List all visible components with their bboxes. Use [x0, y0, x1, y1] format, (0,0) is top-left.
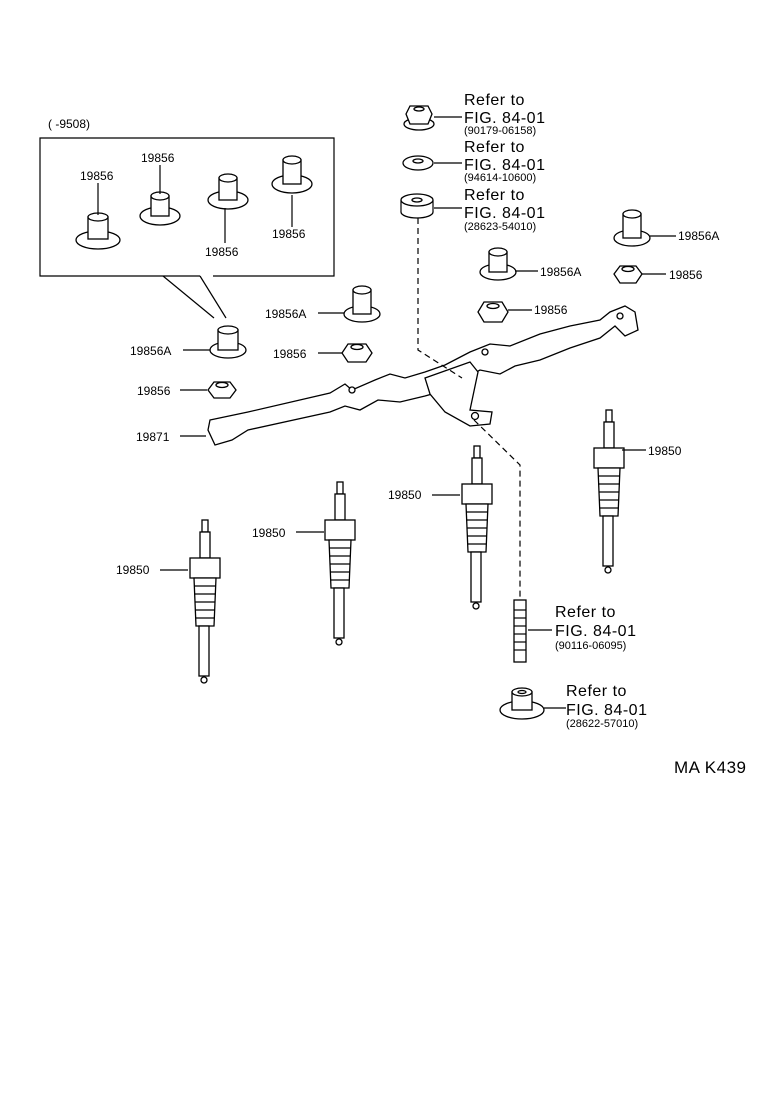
ref-block-1: Refer to FIG. 84-01 (90179-06158)	[464, 92, 545, 137]
label-19856A-left: 19856A	[130, 344, 171, 358]
connector-bracket-19871	[207, 305, 639, 446]
svg-text:Refer to: Refer to	[464, 139, 525, 156]
glow-plug-c	[461, 445, 493, 610]
ref-block-2: Refer to FIG. 84-01 (94614-10600)	[464, 139, 545, 184]
svg-text:Refer to: Refer to	[464, 187, 525, 204]
label-19856-right-top: 19856	[669, 268, 703, 282]
ref-block-4: Refer to FIG. 84-01 (90116-06095)	[555, 604, 636, 652]
svg-text:FIG. 84-01: FIG. 84-01	[464, 110, 545, 127]
svg-text:FIG. 84-01: FIG. 84-01	[566, 702, 647, 719]
label-19856-left: 19856	[137, 384, 171, 398]
ref-block-5: Refer to FIG. 84-01 (28622-57010)	[566, 683, 647, 730]
label-19856-inset-b: 19856	[141, 151, 175, 165]
inset-stud-nut-d	[271, 155, 313, 194]
nut-19856-mid	[341, 343, 373, 363]
svg-text:Refer to: Refer to	[555, 604, 616, 621]
label-19856-inset-d: 19856	[272, 227, 306, 241]
label-19856-inset-c: 19856	[205, 245, 239, 259]
svg-text:(28622-57010): (28622-57010)	[566, 718, 638, 730]
label-19850-a: 19850	[116, 563, 150, 577]
svg-text:(90116-06095): (90116-06095)	[555, 640, 626, 652]
flange-nut-top	[403, 105, 435, 131]
collar-top	[400, 193, 434, 219]
nut-19856-left	[207, 381, 237, 399]
label-19850-b: 19850	[252, 526, 286, 540]
washer-top	[402, 155, 434, 171]
stud-nut-19856A-right-mid	[479, 247, 517, 281]
inset-stud-nut-c	[207, 173, 249, 210]
svg-text:(90179-06158): (90179-06158)	[464, 125, 536, 137]
stud-nut-19856A-left	[209, 325, 247, 359]
label-19856-mid: 19856	[273, 347, 307, 361]
stud-nut-19856A-mid	[343, 285, 381, 323]
ref-block-3: Refer to FIG. 84-01 (28623-54010)	[464, 187, 545, 233]
date-range-label: ( -9508)	[48, 117, 90, 131]
nut-19856-right-mid	[477, 301, 509, 323]
svg-text:(94614-10600): (94614-10600)	[464, 172, 536, 184]
svg-text:Refer to: Refer to	[464, 92, 525, 109]
inset-stud-nut-b	[139, 191, 181, 226]
glow-plug-d	[593, 409, 625, 574]
nut-19856-right-top	[613, 265, 643, 284]
svg-text:FIG. 84-01: FIG. 84-01	[464, 205, 545, 222]
stud-bolt	[513, 599, 527, 663]
glow-plug-b	[324, 481, 356, 646]
label-19850-d: 19850	[648, 444, 682, 458]
inset-box	[39, 137, 335, 319]
glow-plug-a	[189, 519, 221, 684]
label-19856A-right-top: 19856A	[678, 229, 719, 243]
svg-text:FIG. 84-01: FIG. 84-01	[555, 623, 636, 640]
label-19850-c: 19850	[388, 488, 422, 502]
label-19856A-right-mid: 19856A	[540, 265, 581, 279]
svg-text:(28623-54010): (28623-54010)	[464, 221, 536, 233]
svg-text:FIG. 84-01: FIG. 84-01	[464, 157, 545, 174]
figure-code: MA K439	[674, 758, 747, 777]
svg-text:Refer to: Refer to	[566, 683, 627, 700]
inset-stud-nut-a	[75, 212, 121, 250]
label-19856-right-mid: 19856	[534, 303, 568, 317]
flange-collar	[499, 687, 545, 720]
label-19871: 19871	[136, 430, 170, 444]
stud-nut-19856A-right-top	[613, 209, 651, 247]
label-19856-inset-a: 19856	[80, 169, 114, 183]
label-19856A-mid: 19856A	[265, 307, 306, 321]
